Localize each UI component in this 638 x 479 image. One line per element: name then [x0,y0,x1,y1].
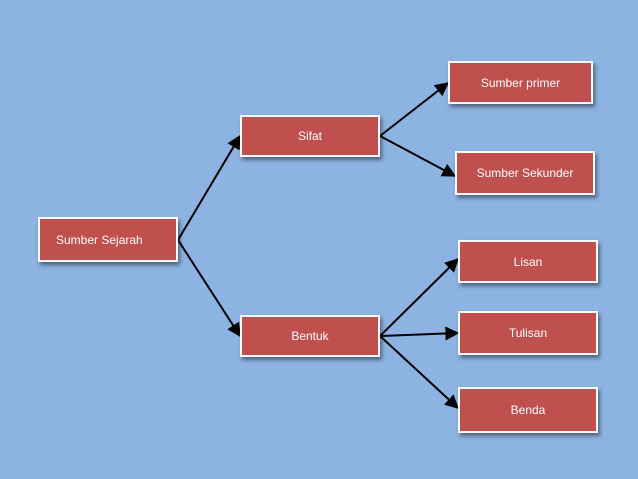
node-sumber-sekunder: Sumber Sekunder [455,151,595,195]
node-lisan: Lisan [458,240,598,283]
arrow-bentuk-to-tulisan [379,326,460,341]
arrow-sifat-to-sekunder [379,135,457,177]
arrow-bentuk-to-benda [379,335,460,409]
node-sumber-primer: Sumber primer [448,61,593,104]
arrow-root-to-bentuk [177,239,241,338]
node-tulisan: Tulisan [458,311,598,355]
arrow-root-to-sifat [177,134,241,241]
node-sifat: Sifat [240,115,380,157]
arrow-bentuk-to-lisan [379,258,459,337]
node-benda: Benda [458,387,598,433]
node-bentuk: Bentuk [240,315,380,357]
node-sumber-sejarah: Sumber Sejarah [38,217,178,262]
arrow-sifat-to-primer [379,82,450,137]
